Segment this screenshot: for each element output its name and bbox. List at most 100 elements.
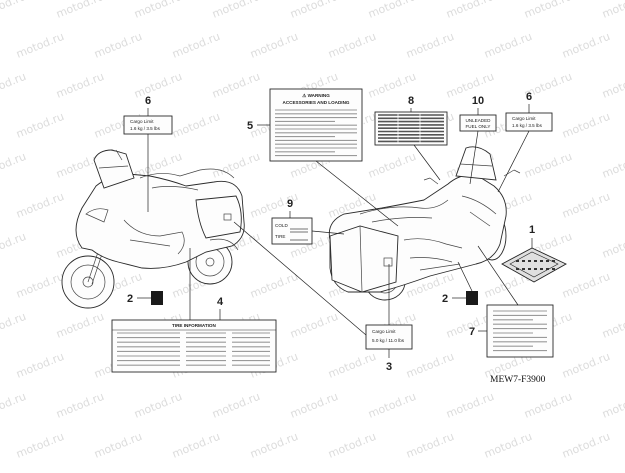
callout-5: 3 (386, 361, 392, 373)
watermark-text: motod.ru (14, 190, 66, 221)
unleaded-text: UNLEADED (465, 118, 491, 123)
watermark-text: motod.ru (248, 270, 300, 301)
watermark-text: motod.ru (560, 270, 612, 301)
watermark-text: motod.ru (54, 310, 106, 341)
watermark-text: motod.ru (54, 390, 106, 421)
motorcycle-side-view (61, 149, 245, 309)
watermark-text: motod.ru (444, 70, 496, 101)
watermark-text: motod.ru (522, 390, 574, 421)
watermark-text: motod.ru (326, 430, 378, 461)
tire-information-label (111, 319, 277, 373)
watermark-text: motod.ru (210, 0, 262, 21)
label-1-chain: 1 (501, 224, 567, 283)
watermark-text: motod.ru (288, 310, 340, 341)
label-5: 3 Cargo Limit 5.0 kg / 11.0 lbs (233, 221, 413, 373)
diamond-mark (528, 268, 531, 270)
watermark-text: motod.ru (132, 390, 184, 421)
diamond-mark (522, 260, 525, 262)
watermark-text: motod.ru (248, 30, 300, 61)
callout-6-left: 6 (145, 95, 151, 107)
watermark-text: motod.ru (170, 110, 222, 141)
tire-row-2: TIRE (275, 234, 285, 239)
watermark-text: motod.ru (0, 0, 28, 21)
watermark-text: motod.ru (0, 150, 28, 181)
watermark-text: motod.ru (210, 70, 262, 101)
diamond-mark (546, 268, 549, 270)
cargo-value-text: 1.6 kg / 3.5 lbs (130, 126, 161, 131)
watermark-text: motod.ru (288, 390, 340, 421)
watermark-text: motod.ru (288, 0, 340, 21)
diamond-mark (528, 260, 531, 262)
watermark-text: motod.ru (0, 70, 28, 101)
watermark-text: motod.ru (560, 430, 612, 461)
callout-9: 9 (287, 198, 293, 210)
watermark-text: motod.ru (0, 390, 28, 421)
small-black-sticker-right (466, 291, 478, 305)
label-8: 8 (374, 95, 448, 181)
cargo-value-text-5: 5.0 kg / 11.0 lbs (372, 338, 405, 343)
callout-2-right: 2 (442, 293, 448, 305)
watermark-text: motod.ru (210, 390, 262, 421)
callout-3: 4 (217, 296, 224, 308)
callout-2-left: 2 (127, 293, 133, 305)
watermark-text: motod.ru (404, 350, 456, 381)
watermark-text: motod.ru (132, 70, 184, 101)
warning-subheading: ACCESSORIES AND LOADING (283, 100, 350, 105)
motorcycle-perspective-view (328, 146, 521, 301)
cargo-limit-text-5: Cargo Limit (372, 329, 396, 334)
cargo-value-text-right: 1.6 kg / 3.5 lbs (512, 123, 543, 128)
watermark-text: motod.ru (366, 390, 418, 421)
small-black-sticker (151, 291, 163, 305)
diamond-mark (534, 260, 537, 262)
diamond-mark (534, 268, 537, 270)
label-6-right: 6 Cargo Limit 1.6 kg / 3.5 lbs (497, 91, 553, 193)
watermark-text: motod.ru (14, 30, 66, 61)
label-9: 9 COLD TIRE (271, 198, 345, 245)
watermark-text: motod.ru (132, 0, 184, 21)
watermark-text: motod.ru (404, 430, 456, 461)
watermark-text: motod.ru (482, 30, 534, 61)
callout-8: 8 (408, 95, 414, 107)
label-2-right: 2 (442, 261, 478, 305)
watermark-text: motod.ru (54, 70, 106, 101)
label-7: 7 (469, 245, 554, 358)
watermark-text: motod.ru (600, 70, 625, 101)
diamond-mark (522, 268, 525, 270)
watermark-text: motod.ru (14, 430, 66, 461)
callout-10: 10 (472, 95, 484, 107)
watermark-text: motod.ru (366, 150, 418, 181)
label-10-fuel: 10 UNLEADED FUEL ONLY (459, 95, 497, 185)
label-2-left: 2 (127, 291, 163, 305)
watermark-text: motod.ru (560, 110, 612, 141)
watermark-text: motod.ru (482, 430, 534, 461)
diamond-mark (516, 268, 519, 270)
callout-4: 5 (247, 120, 253, 132)
watermark-text: motod.ru (92, 430, 144, 461)
watermark-text: motod.ru (600, 390, 625, 421)
watermark-text: motod.ru (0, 310, 28, 341)
large-info-label (486, 304, 554, 358)
diamond-label (501, 247, 567, 283)
watermark-text: motod.ru (54, 0, 106, 21)
diamond-mark (516, 260, 519, 262)
diamond-mark (552, 268, 555, 270)
watermark-text: motod.ru (170, 430, 222, 461)
watermark-text: motod.ru (92, 30, 144, 61)
diamond-mark (540, 260, 543, 262)
warning-heading: ⚠ WARNING (302, 93, 330, 98)
watermark-text: motod.ru (14, 110, 66, 141)
watermark-text: motod.ru (366, 0, 418, 21)
label-3-tire-info: 4 TIRE INFORMATION (111, 248, 277, 373)
diamond-mark (546, 260, 549, 262)
watermark-text: motod.ru (444, 390, 496, 421)
watermark-text: motod.ru (248, 430, 300, 461)
watermark-text: motod.ru (326, 350, 378, 381)
part-code: MEW7-F3900 (490, 375, 546, 385)
callout-1: 1 (529, 224, 535, 236)
label-6-left: 6 Cargo Limit 1.6 kg / 3.5 lbs (123, 95, 173, 212)
watermark-text: motod.ru (560, 190, 612, 221)
watermark-text: motod.ru (522, 0, 574, 21)
callout-7: 7 (469, 326, 475, 338)
